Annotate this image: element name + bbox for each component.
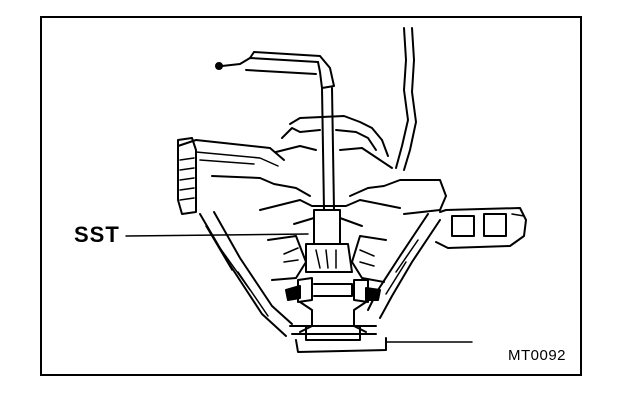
outer-housing: [199, 211, 441, 337]
lower-bearing: [285, 277, 473, 353]
upper-housing: [177, 115, 447, 215]
left-bolt: [177, 137, 197, 215]
differential-case: [259, 199, 401, 283]
cable: [395, 27, 409, 169]
sst-leader-line: [125, 233, 309, 237]
right-cover: [435, 207, 527, 249]
sst-callout-label: SST: [74, 222, 120, 247]
figure-code: MT0092: [508, 347, 567, 364]
torque-wrench: [215, 51, 335, 211]
